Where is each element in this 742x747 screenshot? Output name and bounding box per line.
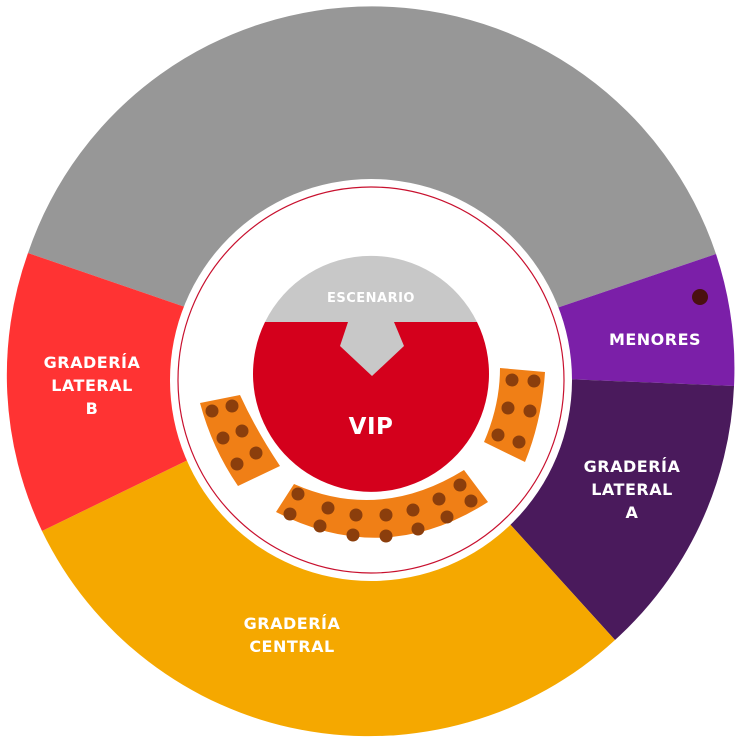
marker-dot bbox=[692, 289, 708, 305]
seat-dot[interactable] bbox=[225, 399, 239, 413]
label-lateral-a-3: A bbox=[626, 503, 639, 522]
seat-dot[interactable] bbox=[346, 528, 360, 542]
label-central-1: GRADERÍA bbox=[244, 614, 341, 633]
section-vip[interactable] bbox=[252, 322, 489, 492]
seat-dot[interactable] bbox=[501, 401, 515, 415]
label-lateral-b-1: GRADERÍA bbox=[44, 353, 141, 372]
seat-dot[interactable] bbox=[527, 374, 541, 388]
seat-dot[interactable] bbox=[432, 492, 446, 506]
seat-dot[interactable] bbox=[523, 404, 537, 418]
seat-dot[interactable] bbox=[453, 478, 467, 492]
seat-dot[interactable] bbox=[313, 519, 327, 533]
seat-dot[interactable] bbox=[379, 508, 393, 522]
seat-dot[interactable] bbox=[464, 494, 478, 508]
label-lateral-b-2: LATERAL bbox=[51, 376, 133, 395]
label-lateral-b-3: B bbox=[86, 399, 99, 418]
label-vip: VIP bbox=[349, 414, 394, 440]
label-lateral-a-2: LATERAL bbox=[591, 480, 673, 499]
stage-runway bbox=[340, 322, 404, 376]
seat-dot[interactable] bbox=[505, 373, 519, 387]
seat-dot[interactable] bbox=[349, 508, 363, 522]
seat-dot[interactable] bbox=[283, 507, 297, 521]
seat-block-left[interactable] bbox=[200, 395, 280, 486]
label-menores: MENORES bbox=[609, 330, 701, 349]
seat-dot[interactable] bbox=[230, 457, 244, 471]
label-escenario: ESCENARIO bbox=[327, 291, 415, 306]
seat-dot[interactable] bbox=[321, 501, 335, 515]
seat-dot[interactable] bbox=[512, 435, 526, 449]
seat-dot[interactable] bbox=[249, 446, 263, 460]
seat-dot[interactable] bbox=[216, 431, 230, 445]
seat-dot[interactable] bbox=[406, 503, 420, 517]
label-central-2: CENTRAL bbox=[249, 637, 334, 656]
seat-dot[interactable] bbox=[411, 522, 425, 536]
seat-dot[interactable] bbox=[291, 487, 305, 501]
seat-dot[interactable] bbox=[235, 424, 249, 438]
label-lateral-a-1: GRADERÍA bbox=[584, 457, 681, 476]
seat-block-bottom[interactable] bbox=[276, 470, 488, 538]
seat-dots bbox=[205, 373, 541, 543]
section-escenario[interactable] bbox=[265, 255, 477, 322]
seat-dot[interactable] bbox=[205, 404, 219, 418]
inner-ring-line bbox=[177, 186, 565, 574]
seat-dot[interactable] bbox=[491, 428, 505, 442]
seat-dot[interactable] bbox=[440, 510, 454, 524]
seat-dot[interactable] bbox=[379, 529, 393, 543]
